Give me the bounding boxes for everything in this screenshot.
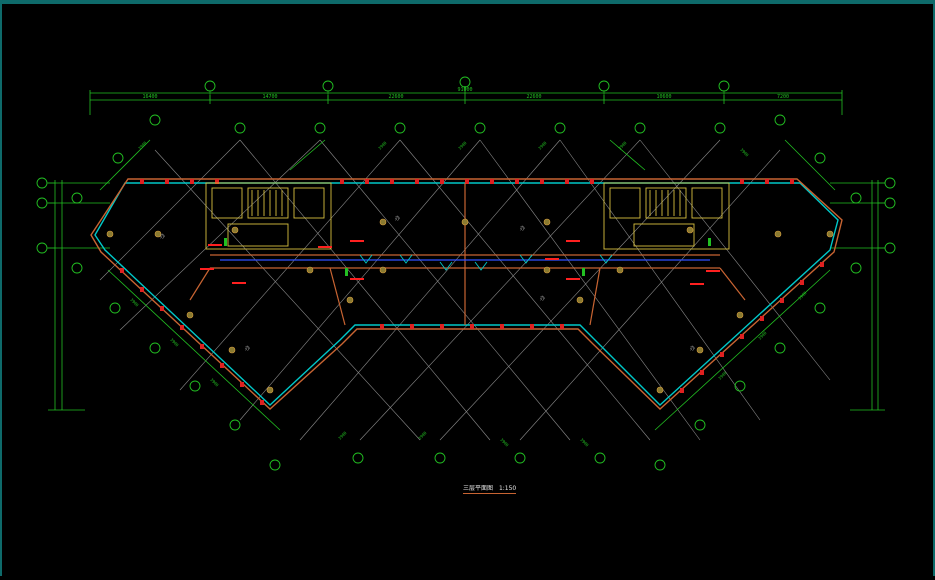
viewport-right-border xyxy=(933,0,935,576)
svg-text:3900: 3900 xyxy=(417,430,428,441)
diagonal-dimension-lines xyxy=(99,139,836,431)
dim-3: 22600 xyxy=(388,94,403,100)
dim-2: 14700 xyxy=(262,94,277,100)
facade-markers xyxy=(120,179,824,405)
diagonal-grid-lines xyxy=(99,139,831,441)
svg-text:办: 办 xyxy=(395,215,400,222)
svg-text:3900: 3900 xyxy=(169,337,180,348)
drawing-title-text: 三层平面图 xyxy=(463,485,494,492)
svg-text:办: 办 xyxy=(540,295,545,302)
dim-6: 7200 xyxy=(777,94,789,100)
core-right xyxy=(603,182,730,250)
svg-text:3900: 3900 xyxy=(337,430,348,441)
svg-text:3900: 3900 xyxy=(209,377,220,388)
svg-text:3900: 3900 xyxy=(457,140,468,151)
svg-text:3900: 3900 xyxy=(377,140,388,151)
svg-text:3900: 3900 xyxy=(499,437,510,448)
svg-text:3900: 3900 xyxy=(137,140,148,151)
svg-text:3900: 3900 xyxy=(617,140,628,151)
svg-text:3900: 3900 xyxy=(537,140,548,151)
viewport-left-border xyxy=(0,0,2,576)
columns xyxy=(106,218,834,394)
corridor-doors xyxy=(359,254,613,271)
red-annotations xyxy=(200,240,720,285)
building-envelope xyxy=(90,178,843,410)
svg-text:3900: 3900 xyxy=(579,437,590,448)
interior-walls xyxy=(189,183,746,326)
svg-text:3900: 3900 xyxy=(739,147,750,158)
diagonal-dimension-texts: 3900 3900 3900 3900 3900 3900 3900 3900 … xyxy=(129,140,808,448)
dim-4: 22600 xyxy=(526,94,541,100)
drawing-scale-text: 1:150 xyxy=(498,485,517,492)
svg-text:3900: 3900 xyxy=(129,297,140,308)
dim-1: 16400 xyxy=(142,94,157,100)
green-ticks xyxy=(224,238,711,276)
svg-text:办: 办 xyxy=(160,233,165,240)
svg-text:办: 办 xyxy=(245,345,250,352)
svg-text:办: 办 xyxy=(690,345,695,352)
drawing-title: 三层平面图 1:150 xyxy=(463,483,517,494)
bubble-leaders xyxy=(47,91,885,249)
svg-text:3900: 3900 xyxy=(797,290,808,301)
room-labels: 办 办 办 办 办 办 xyxy=(160,215,695,352)
core-left xyxy=(205,182,332,250)
svg-text:办: 办 xyxy=(520,225,525,232)
svg-text:3900: 3900 xyxy=(757,330,768,341)
top-dimension-texts: 91000 16400 14700 22600 22600 10600 7200 xyxy=(142,87,789,100)
dim-5: 10600 xyxy=(656,94,671,100)
svg-text:3900: 3900 xyxy=(717,370,728,381)
overall-dimension: 91000 xyxy=(457,87,472,93)
viewport-top-border xyxy=(0,0,935,4)
